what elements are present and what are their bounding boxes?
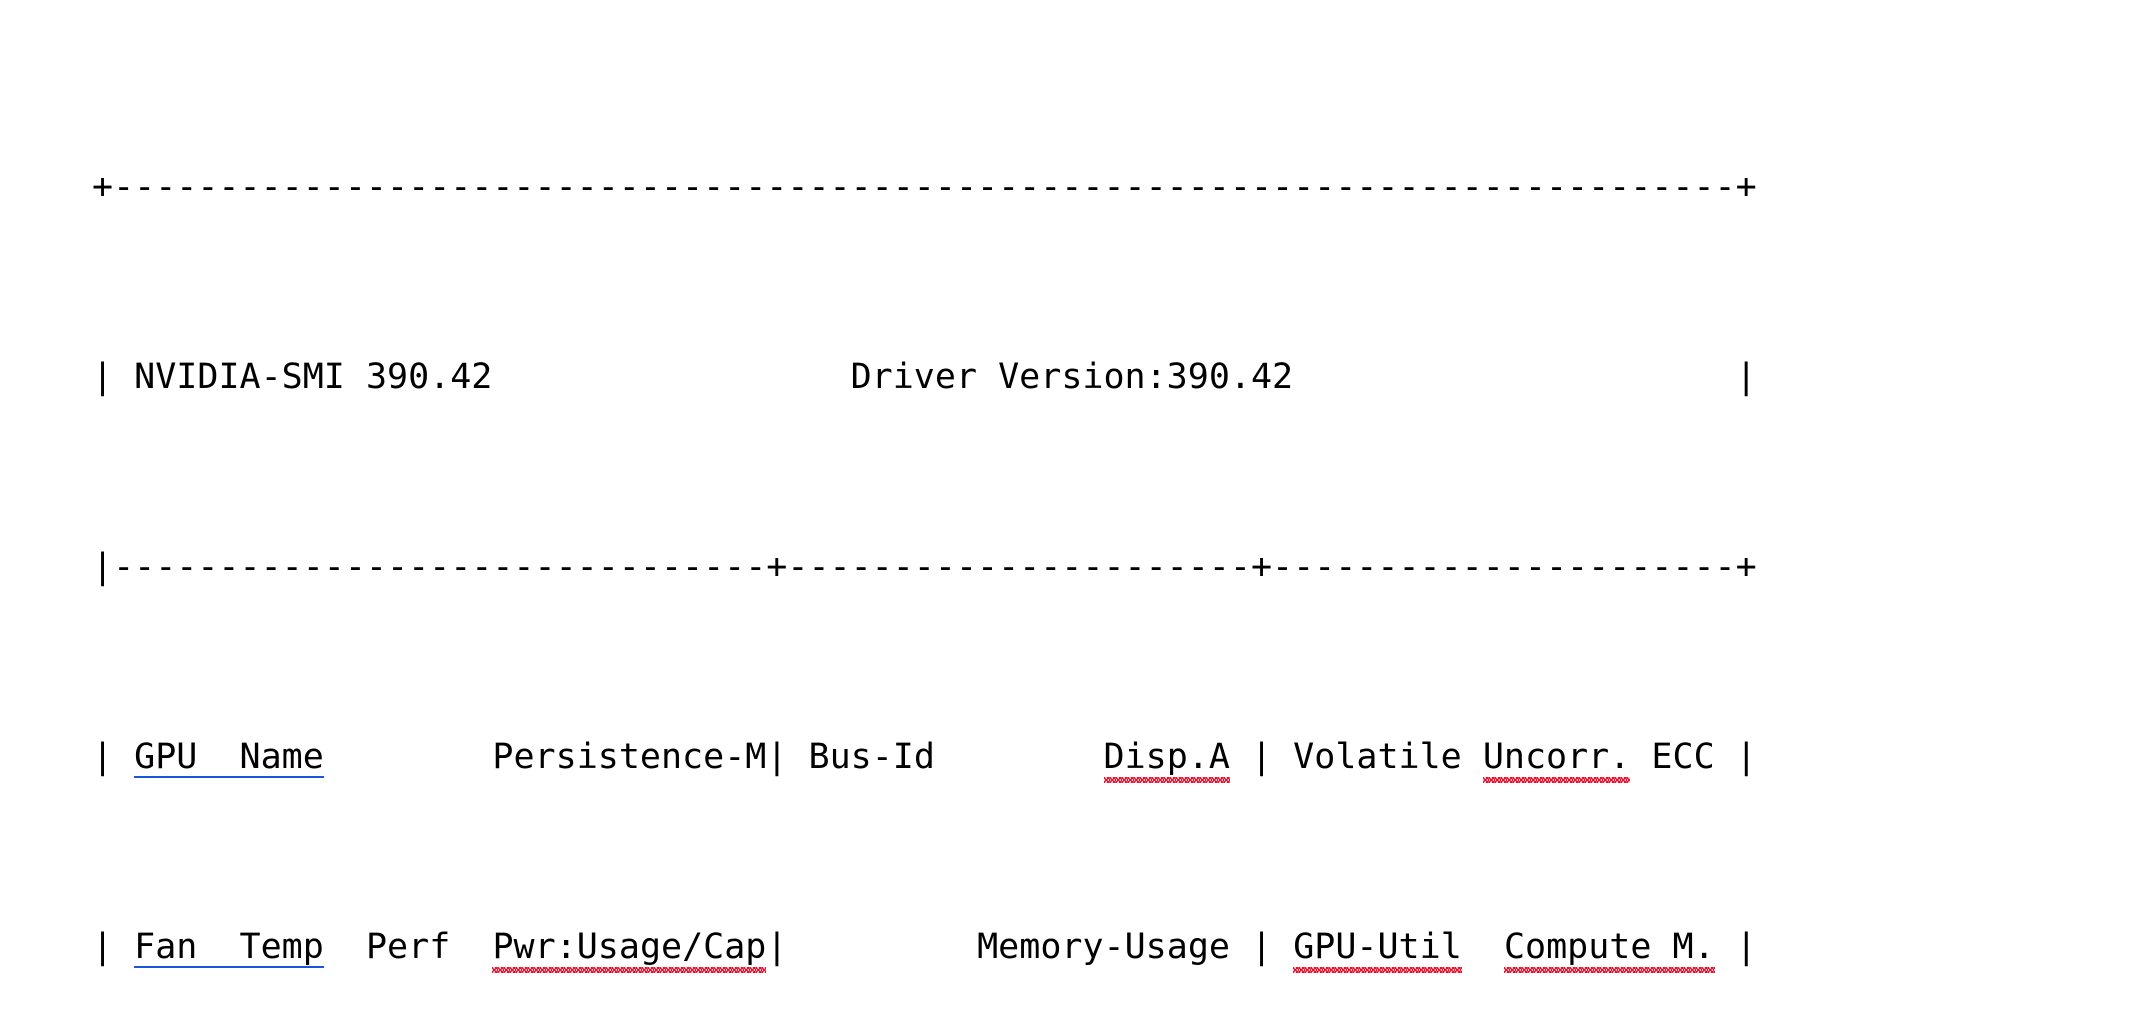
border-pipe: | — [766, 927, 809, 967]
col-gap — [197, 927, 239, 967]
border-pipe-right: | — [1714, 737, 1757, 777]
table-header-separator: |-------------------------------+-------… — [92, 547, 1757, 587]
smi-product-version: NVIDIA-SMI 390.42 Driver Version:390.42 — [134, 357, 1294, 397]
border-pipe-left: | — [92, 357, 135, 397]
col-gap — [324, 737, 493, 777]
border-pipe: | — [1229, 927, 1294, 967]
border-pipe: | — [1229, 737, 1294, 777]
nvidia-smi-output: +---------------------------------------… — [92, 16, 1757, 1020]
col-gap — [324, 927, 366, 967]
border-pipe: | — [766, 737, 809, 777]
col-gpu-name-header: GPU Name — [134, 737, 324, 779]
col-ecc-label: ECC — [1651, 737, 1715, 777]
col-volatile-label: Volatile — [1293, 737, 1462, 777]
column-header-row-2: | Fan Temp Perf Pwr:Usage/Cap| Memory-Us… — [92, 927, 1757, 969]
col-memory-usage-label: Memory-Usage — [977, 927, 1230, 967]
col-gap — [1462, 927, 1504, 967]
col-dispa-label: Disp.A — [1103, 737, 1230, 777]
col-gpu-label: GPU — [134, 737, 198, 777]
col-perf-label: Perf — [365, 927, 451, 967]
header-pad — [1293, 357, 1736, 397]
col-gpu-util-label: GPU-Util — [1293, 927, 1462, 967]
col-gap — [809, 927, 978, 967]
col-uncorr-label: Uncorr. — [1482, 737, 1631, 777]
col-name-label: Name — [239, 737, 324, 777]
col-compute-m-label: Compute M. — [1503, 927, 1715, 967]
table-top-border: +---------------------------------------… — [92, 167, 1757, 207]
border-pipe: | — [92, 737, 135, 777]
border-pipe-right: | — [1714, 927, 1757, 967]
col-gap — [1462, 737, 1483, 777]
col-pwr-usage-cap-label: Pwr:Usage/Cap — [492, 927, 767, 967]
col-gap — [450, 927, 492, 967]
col-gap — [935, 737, 1104, 777]
col-gap — [197, 737, 239, 777]
column-header-row-1: | GPU Name Persistence-M| Bus-Id Disp.A … — [92, 737, 1757, 779]
col-fan-label: Fan — [134, 927, 198, 967]
col-gap — [1630, 737, 1651, 777]
border-pipe: | — [92, 927, 135, 967]
border-pipe-right: | — [1735, 357, 1757, 397]
col-persistence-label: Persistence-M — [492, 737, 767, 777]
col-fan-temp-header: Fan Temp — [134, 927, 324, 969]
col-busid-label: Bus-Id — [808, 737, 935, 777]
smi-header-row: | NVIDIA-SMI 390.42 Driver Version:390.4… — [92, 358, 1757, 396]
col-temp-label: Temp — [239, 927, 324, 967]
